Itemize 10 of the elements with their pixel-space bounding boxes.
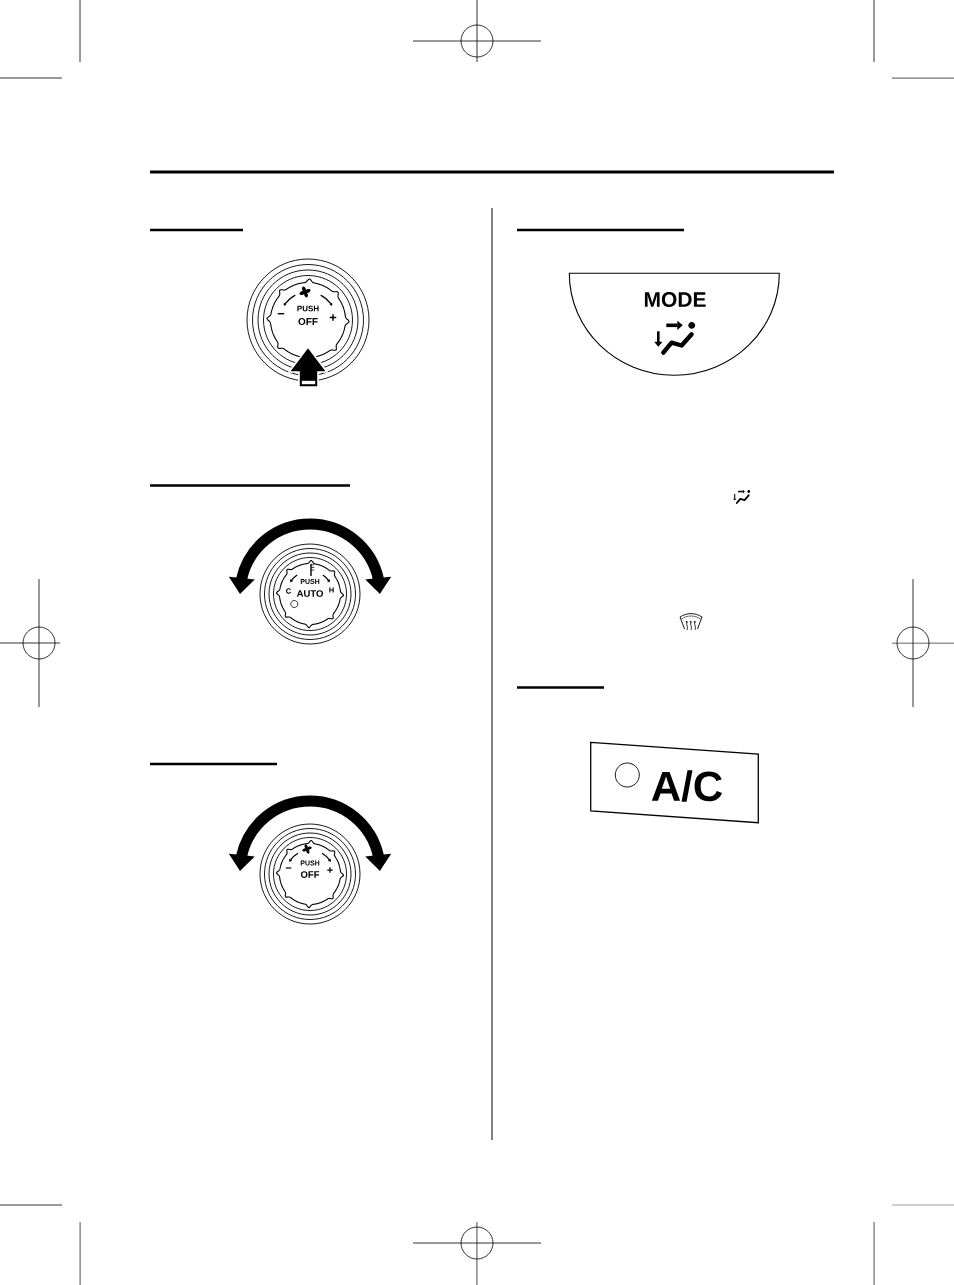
ac-button: A/C <box>590 741 759 824</box>
knob-label: PUSH <box>297 305 319 312</box>
knob-label: OFF <box>300 871 320 878</box>
mode-button: MODE <box>568 272 780 376</box>
knob-label: + <box>327 867 333 873</box>
knob-label: OFF <box>298 317 318 326</box>
knob-label: + <box>329 314 337 321</box>
knob-label: − <box>285 867 292 869</box>
knob-label: − <box>277 313 285 315</box>
knob-label: AUTO <box>296 590 323 597</box>
